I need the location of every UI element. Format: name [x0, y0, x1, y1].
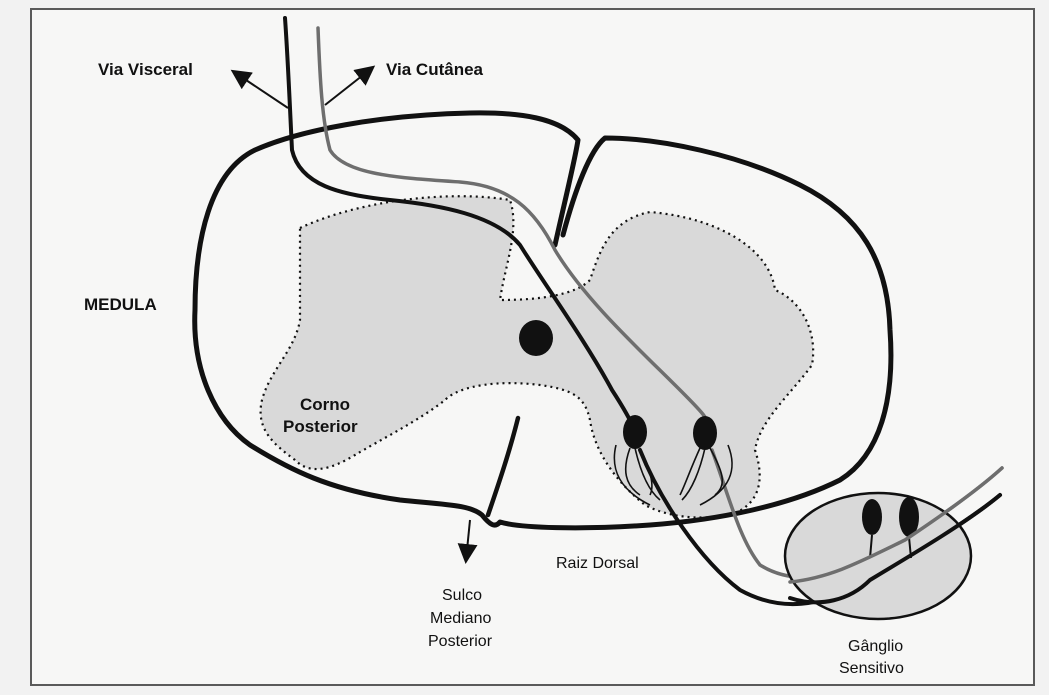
label-ganglio-line1: Gânglio [848, 638, 903, 655]
arrow-sulco [466, 520, 470, 560]
arrow-via-visceral [234, 72, 288, 108]
sulco-mediano-posterior-line [488, 418, 518, 515]
label-corno-line1: Corno [300, 395, 350, 414]
label-via-visceral: Via Visceral [98, 60, 193, 79]
neuron-body-1 [623, 415, 647, 449]
neuron-body-2 [693, 416, 717, 450]
label-ganglio-line2: Sensitivo [839, 660, 904, 677]
ganglion-neuron-1 [862, 499, 882, 535]
label-raiz-dorsal: Raiz Dorsal [556, 555, 639, 572]
label-corno-line2: Posterior [283, 417, 358, 436]
arrow-via-cutanea [325, 68, 372, 105]
label-via-cutanea: Via Cutânea [386, 60, 484, 79]
gray-matter-region [261, 196, 814, 517]
central-canal [519, 320, 553, 356]
label-sulco-line3: Posterior [428, 633, 493, 650]
label-medula: MEDULA [84, 295, 157, 314]
label-sulco-line1: Sulco [442, 587, 482, 604]
label-sulco-line2: Mediano [430, 610, 491, 627]
